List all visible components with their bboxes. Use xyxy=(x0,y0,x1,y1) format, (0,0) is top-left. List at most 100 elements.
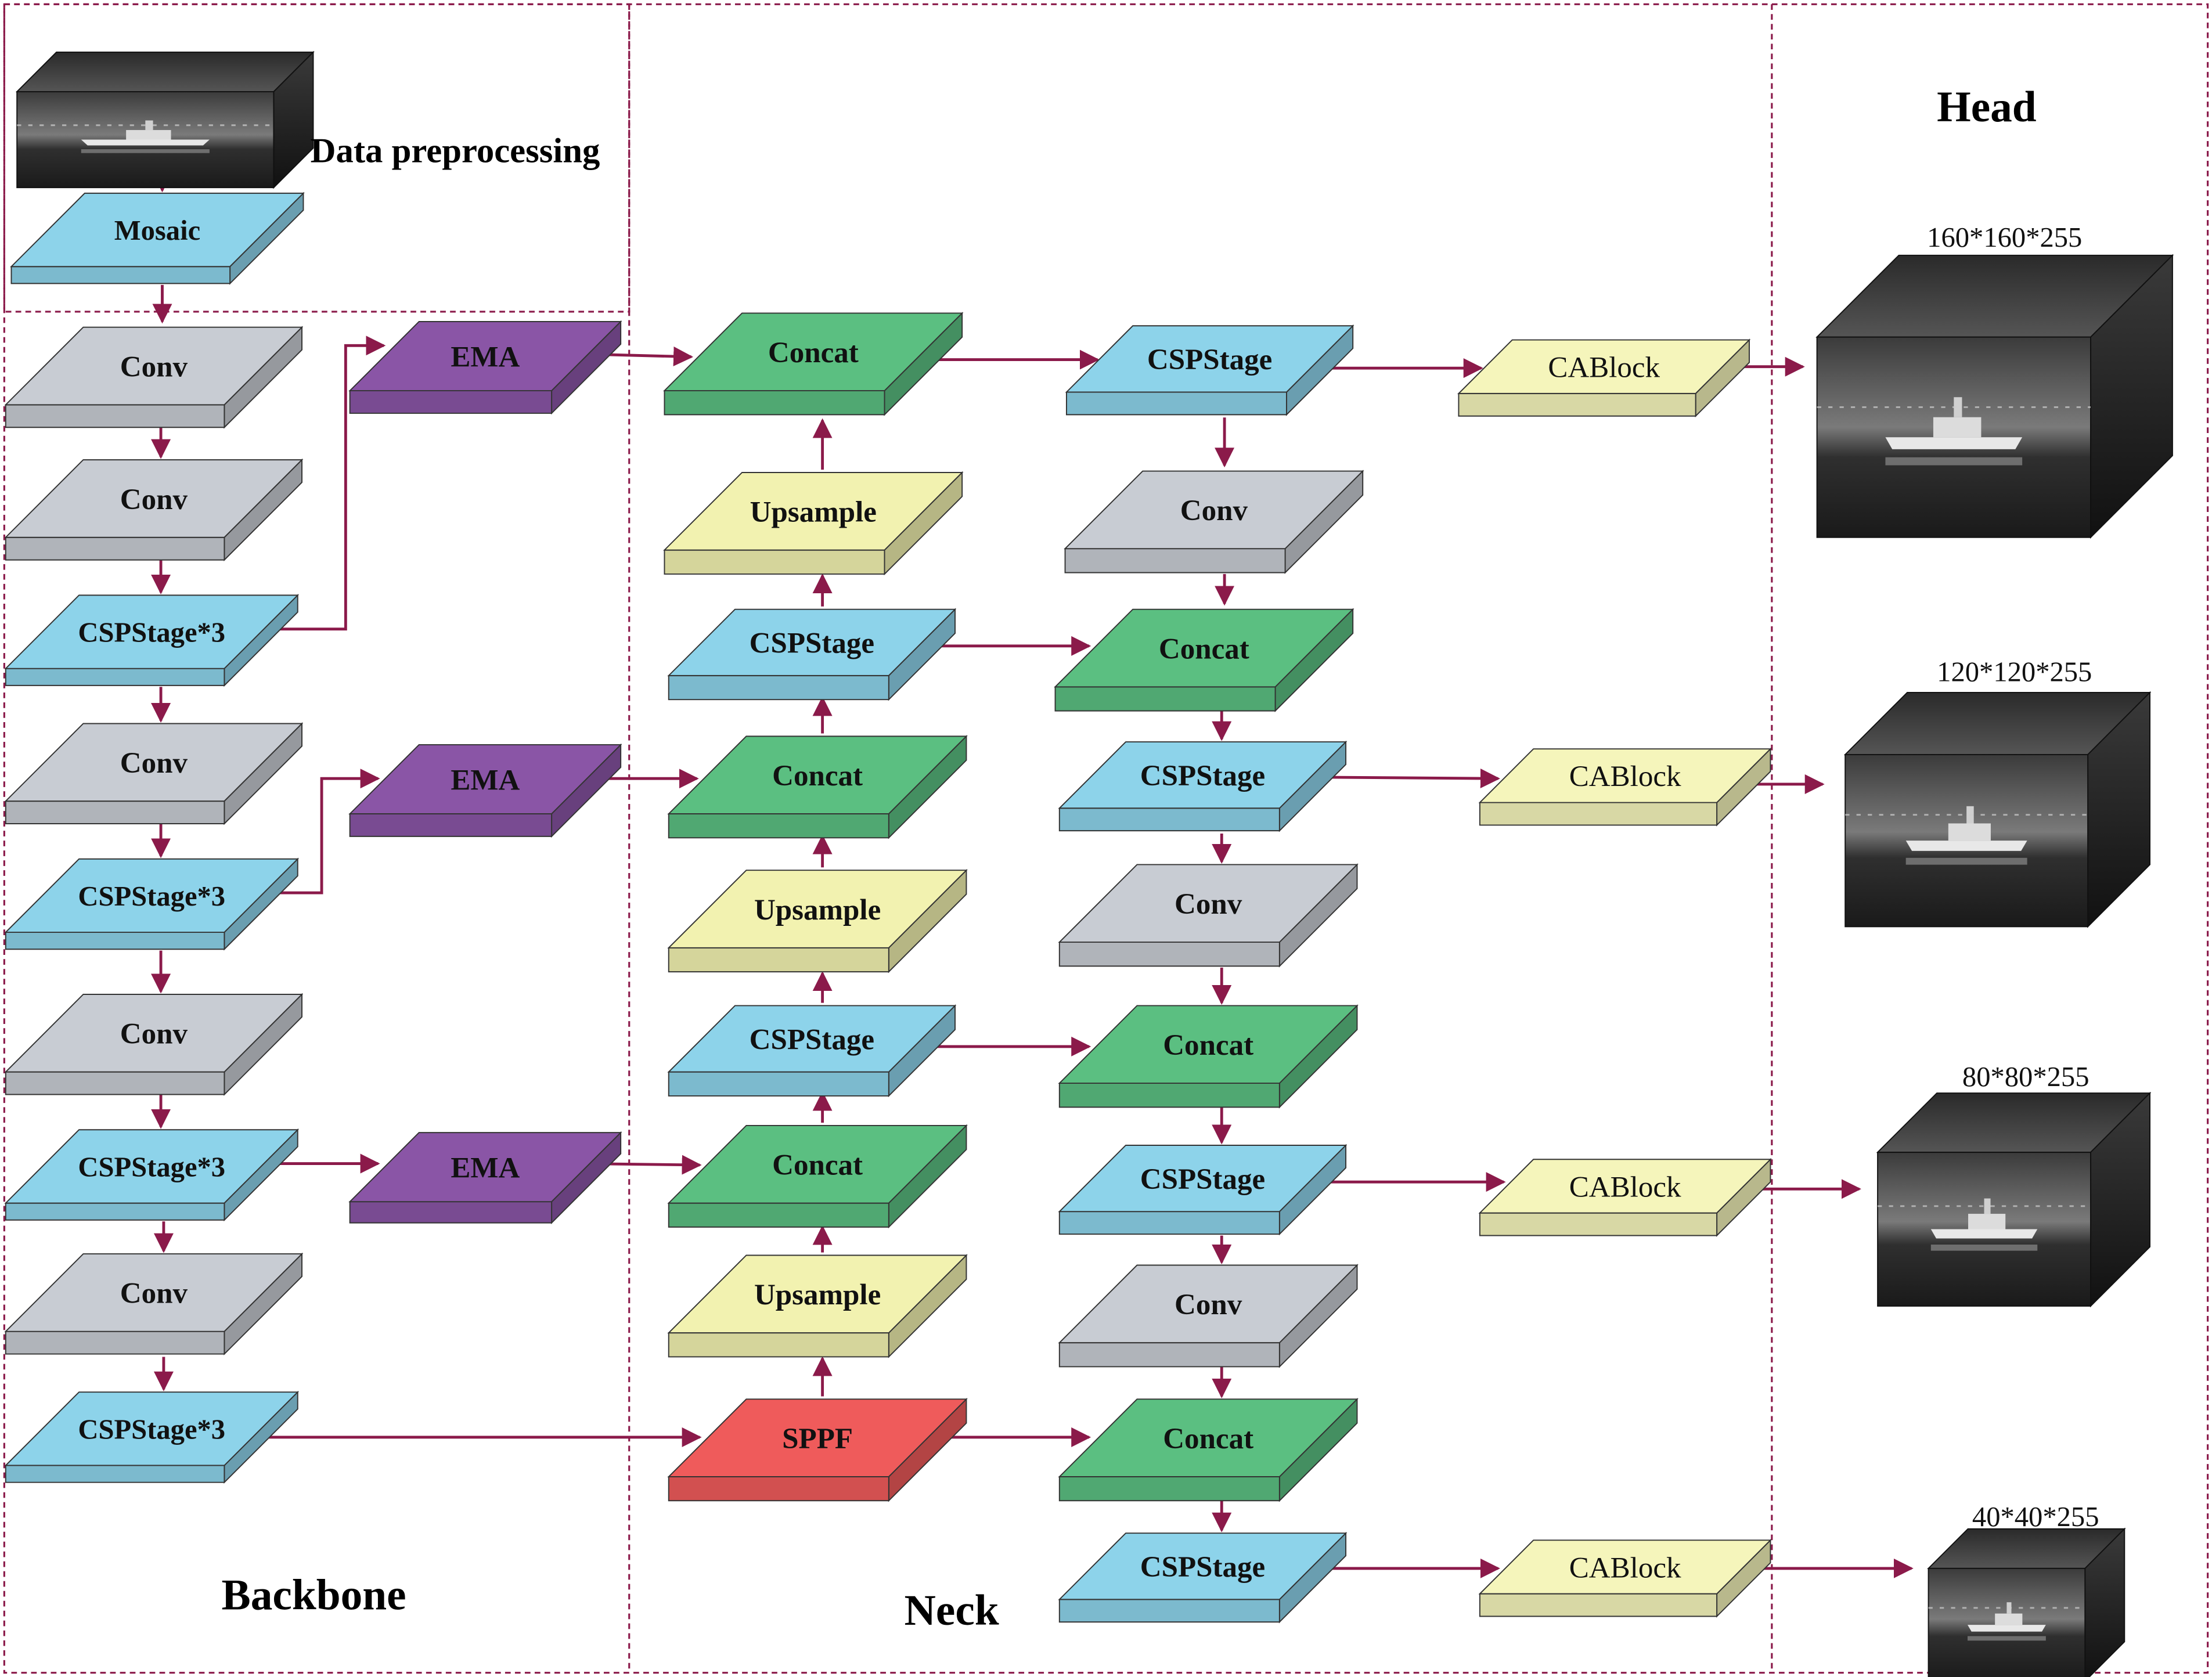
block-label: Conv xyxy=(120,484,188,516)
block-top xyxy=(4,858,300,933)
block-r-csp4: CSPStage xyxy=(1058,1531,1348,1624)
block-top xyxy=(348,744,622,814)
block-label: Conv xyxy=(1175,1289,1242,1321)
block-bb-conv2: Conv xyxy=(4,458,304,561)
block-label: CABlock xyxy=(1569,1171,1681,1203)
block-front xyxy=(1058,1211,1280,1235)
block-top xyxy=(1058,1005,1359,1084)
label-data-preprocessing: Data preprocessing xyxy=(311,131,600,170)
block-front xyxy=(1064,548,1286,574)
block-label: CSPStage xyxy=(1140,1163,1265,1196)
ship-mast xyxy=(145,120,153,131)
block-front xyxy=(349,390,553,414)
ship-superstructure xyxy=(1968,1214,2006,1229)
block-front xyxy=(1065,391,1287,416)
block-label: Concat xyxy=(1163,1029,1253,1062)
block-label: Upsample xyxy=(754,1279,881,1311)
ship-hull xyxy=(1885,437,2023,449)
block-label: EMA xyxy=(451,341,520,373)
block-front xyxy=(1058,1342,1280,1368)
block-front xyxy=(5,536,225,561)
block-ema1: EMA xyxy=(348,320,622,415)
block-top xyxy=(1065,325,1354,393)
block-n-up3: Upsample xyxy=(667,1254,968,1358)
frame-preprocessing xyxy=(3,3,631,313)
block-r-conv3: Conv xyxy=(1058,1264,1359,1368)
block-front xyxy=(668,675,889,701)
block-label: CSPStage*3 xyxy=(78,1151,225,1182)
output-dim-160: 160*160*255 xyxy=(1927,222,2082,253)
block-top xyxy=(1058,1264,1359,1344)
block-r-concat1: Concat xyxy=(1054,608,1354,712)
block-label: Conv xyxy=(120,351,188,383)
block-label: Concat xyxy=(772,1149,863,1182)
ship-reflection xyxy=(81,149,210,153)
ship-reflection xyxy=(1905,857,2027,865)
block-r-csp3: CSPStage xyxy=(1058,1144,1348,1236)
block-front xyxy=(5,404,225,428)
block-label: CABlock xyxy=(1569,1552,1681,1584)
block-front xyxy=(1058,1083,1280,1108)
block-label: Concat xyxy=(1159,633,1249,665)
block-top xyxy=(1054,608,1354,688)
arrow xyxy=(262,769,380,895)
block-cab3: CABlock xyxy=(1478,1157,1772,1237)
block-front xyxy=(349,1201,553,1224)
block-cab1: CABlock xyxy=(1457,338,1751,418)
block-bb-conv5: Conv xyxy=(4,1252,304,1355)
block-label: Conv xyxy=(120,747,188,780)
block-front xyxy=(668,1071,889,1097)
ship-hull xyxy=(1930,1229,2038,1239)
ship-reflection xyxy=(1967,1636,2046,1641)
block-r-concat2: Concat xyxy=(1058,1004,1359,1109)
ship-reflection xyxy=(1930,1245,2038,1251)
ship-mast xyxy=(1984,1198,1991,1214)
arrow xyxy=(1312,768,1500,789)
block-label: CSPStage*3 xyxy=(78,1413,225,1445)
block-n-concat1: Concat xyxy=(663,312,964,416)
block-label: CSPStage xyxy=(1140,760,1265,792)
block-ema2: EMA xyxy=(348,743,622,838)
block-front xyxy=(5,1202,225,1221)
block-top xyxy=(663,312,964,392)
block-top xyxy=(667,1005,957,1073)
blocks: MosaicConvConvCSPStage*3ConvCSPStage*3Co… xyxy=(4,192,1772,1624)
block-label: CSPStage*3 xyxy=(78,617,225,648)
block-label: CSPStage*3 xyxy=(78,881,225,912)
ship-reflection xyxy=(1885,457,2023,466)
block-mosaic: Mosaic xyxy=(10,192,305,285)
block-front xyxy=(1058,807,1280,832)
image-top xyxy=(15,51,315,92)
block-label: CSPStage xyxy=(1147,344,1272,376)
block-label: Upsample xyxy=(750,496,877,529)
block-top xyxy=(1478,1159,1772,1214)
block-label: Conv xyxy=(120,1278,188,1310)
block-top xyxy=(667,1254,968,1334)
block-front xyxy=(10,266,231,284)
block-label: Conv xyxy=(120,1018,188,1051)
block-top xyxy=(667,1398,968,1477)
block-front xyxy=(1058,942,1280,967)
block-r-concat3: Concat xyxy=(1058,1397,1359,1502)
ship-hull xyxy=(1905,841,2027,851)
frame-outer xyxy=(3,3,2209,1674)
block-top xyxy=(1058,1532,1348,1600)
block-top xyxy=(1058,864,1359,943)
label-head: Head xyxy=(1937,83,2037,131)
block-top xyxy=(4,1129,300,1204)
output-image-120 xyxy=(1843,691,2152,928)
block-front xyxy=(5,1071,225,1095)
block-front xyxy=(668,1332,889,1358)
block-top xyxy=(4,723,304,802)
block-label: Concat xyxy=(768,337,859,369)
block-front xyxy=(1058,1476,1280,1502)
block-top xyxy=(4,1253,304,1332)
block-top xyxy=(4,994,304,1073)
block-front xyxy=(1054,686,1276,712)
block-label: Upsample xyxy=(754,894,881,926)
ship-hull xyxy=(1967,1625,2046,1632)
block-top xyxy=(348,321,622,392)
block-top xyxy=(1058,1145,1348,1213)
block-front xyxy=(349,813,553,837)
